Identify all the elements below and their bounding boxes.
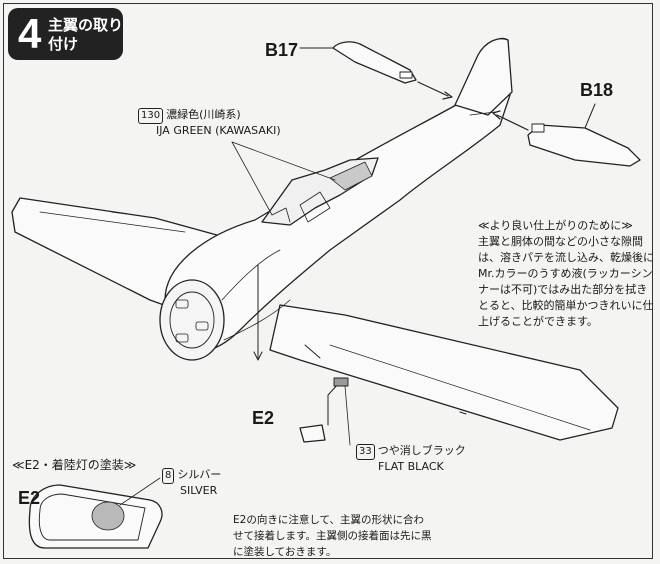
- paint-code-box: 33: [356, 444, 375, 460]
- finish-note: ≪より良い仕上がりのために≫ 主翼と胴体の間などの小さな隙間は、溶きパテを流し込…: [478, 218, 654, 330]
- paint-name-en: FLAT BLACK: [378, 460, 444, 473]
- tailplane-b18: [527, 124, 641, 167]
- tail-fin: [454, 38, 513, 116]
- part-label-e2: E2: [252, 408, 275, 428]
- paint-name-en: SILVER: [180, 484, 218, 497]
- step-badge: 4 主翼の取り付け: [8, 8, 123, 60]
- page-frame: [3, 3, 653, 559]
- part-label-b17: B17: [265, 40, 299, 60]
- paint-name-jp: つや消しブラック: [377, 444, 466, 457]
- landing-light-e2: [299, 424, 326, 443]
- step-title: 主翼の取り付け: [48, 16, 124, 53]
- right-wing: [269, 304, 619, 441]
- finish-note-body: 主翼と胴体の間などの小さな隙間は、溶きパテを流し込み、乾燥後にMr.カラーのうす…: [478, 235, 654, 328]
- paint-code-box: 8: [162, 468, 175, 484]
- landing-light-instruction: E2の向きに注意して、主翼の形状に合わせて接着します。主翼側の接着面は先に黒に塗…: [233, 514, 432, 558]
- step-number: 4: [18, 10, 42, 57]
- paint-name-en: IJA GREEN (KAWASAKI): [156, 124, 281, 137]
- tailplane-b17: [332, 41, 417, 84]
- landing-light-heading: ≪E2・着陸灯の塗装≫: [12, 458, 137, 472]
- paint-code-box: 130: [138, 108, 164, 124]
- part-label-b18: B18: [580, 80, 614, 100]
- finish-note-title: ≪より良い仕上がりのために≫: [478, 219, 633, 232]
- paint-name-jp: シルバー: [177, 468, 222, 481]
- paint-name-jp: 濃緑色(川崎系): [166, 108, 241, 121]
- part-label-e2-detail: E2: [18, 488, 41, 508]
